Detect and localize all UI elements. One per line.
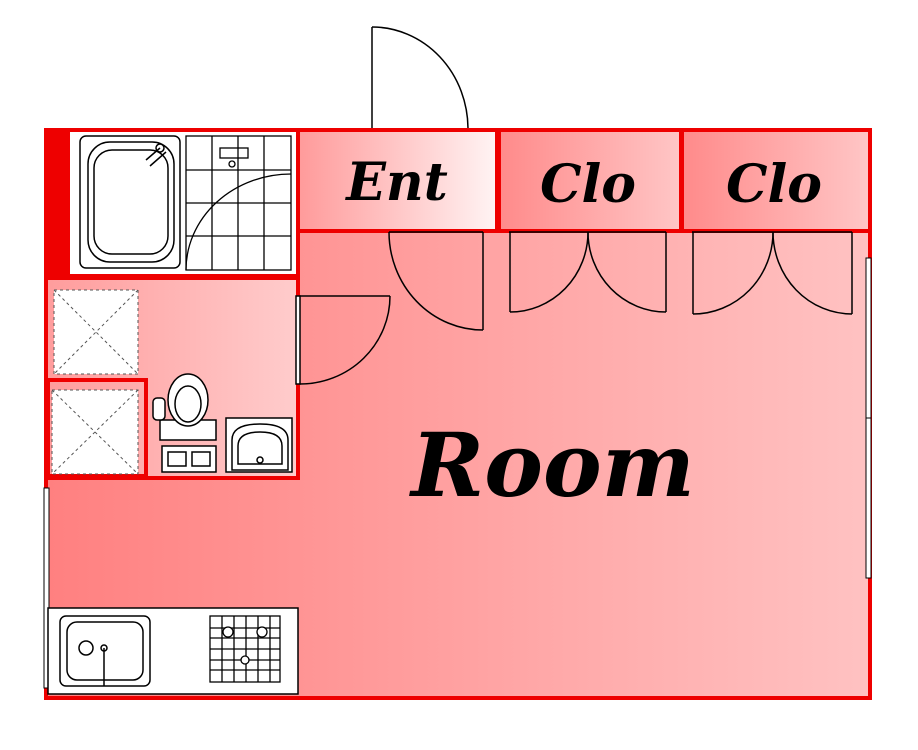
shower-floor-tiles [185, 135, 292, 271]
entrance-label: Ent [344, 152, 447, 213]
window-icon [43, 257, 872, 689]
kitchen-counter [47, 607, 299, 695]
closet-label-1: Clo [540, 154, 636, 215]
room-label: Room [408, 413, 695, 517]
front-door-icon [371, 26, 469, 130]
storage-box-2 [51, 389, 139, 475]
storage-box-1 [53, 289, 139, 375]
toilet-icon [152, 373, 217, 473]
washroom-door-icon [295, 295, 391, 385]
kitchen-sink-icon [59, 615, 151, 687]
bathtub-icon [79, 135, 181, 269]
door-swing-icon [388, 231, 853, 331]
washbasin-icon [225, 417, 293, 473]
closet-label-2: Clo [726, 154, 822, 215]
stove-icon [209, 615, 281, 683]
closet-area-1 [497, 128, 683, 233]
closet-area-2 [680, 128, 872, 233]
